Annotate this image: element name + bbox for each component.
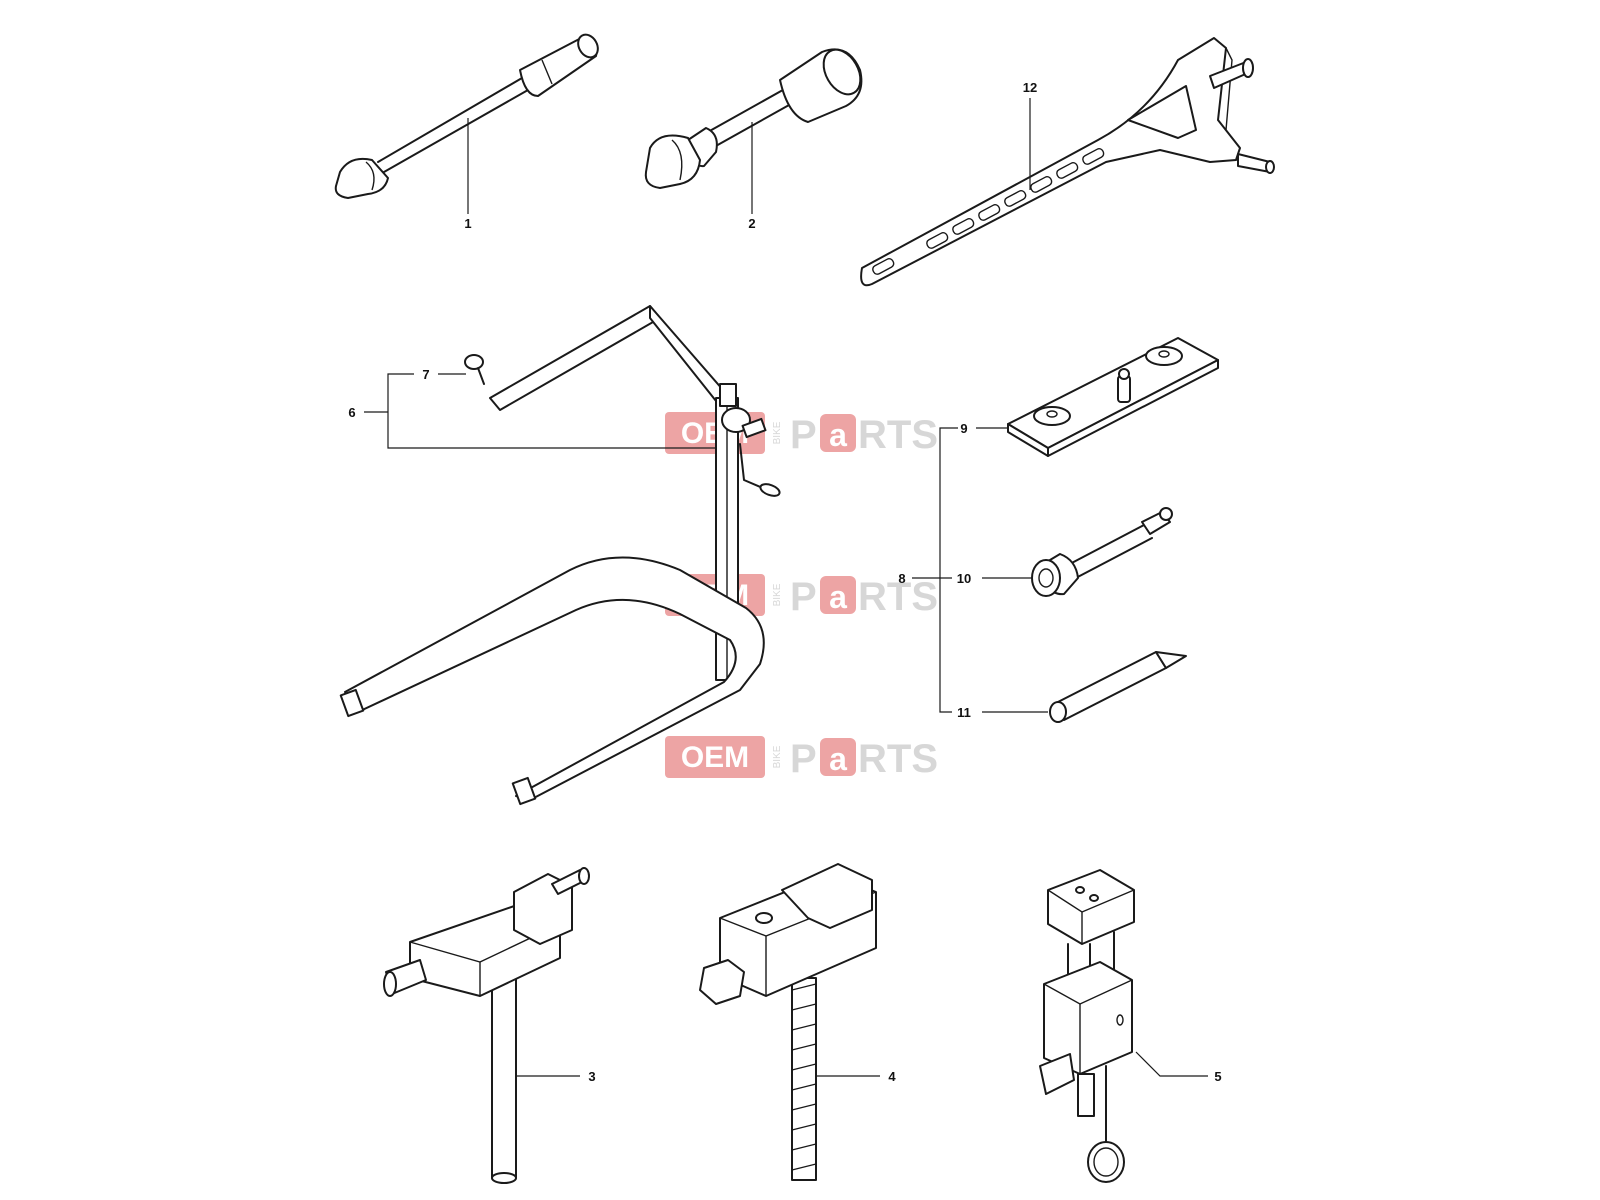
label-6: 6 xyxy=(348,405,355,420)
svg-text:RTS: RTS xyxy=(858,575,938,619)
svg-text:P: P xyxy=(790,413,817,457)
svg-text:P: P xyxy=(790,575,817,619)
svg-text:P: P xyxy=(790,737,817,781)
part-4-press-tool xyxy=(699,863,877,1181)
part-7-screw xyxy=(464,354,485,385)
svg-text:a: a xyxy=(829,579,847,615)
label-2: 2 xyxy=(748,216,755,231)
svg-text:a: a xyxy=(829,417,847,453)
svg-text:BIKE: BIKE xyxy=(772,583,783,606)
label-8: 8 xyxy=(898,571,905,586)
screw-thread xyxy=(791,983,817,1171)
part-6-stand xyxy=(339,305,781,806)
label-10: 10 xyxy=(957,571,971,586)
svg-text:a: a xyxy=(829,741,847,777)
part-10-puller xyxy=(1031,507,1173,597)
svg-text:RTS: RTS xyxy=(858,737,938,781)
part-12-holding-bar xyxy=(860,37,1275,287)
part-9-plate xyxy=(1007,337,1219,457)
label-9: 9 xyxy=(960,421,967,436)
watermark-top: OEM BIKE P a RTS xyxy=(665,412,938,457)
label-1: 1 xyxy=(464,216,471,231)
label-4: 4 xyxy=(888,1069,896,1084)
part-2-bearing-installer xyxy=(644,48,863,189)
part-1-drift-tool xyxy=(334,33,599,199)
label-7: 7 xyxy=(422,367,429,382)
svg-text:RTS: RTS xyxy=(858,413,938,457)
watermark-bottom: OEM BIKE P a RTS xyxy=(665,736,938,781)
part-3-chain-tool xyxy=(383,867,590,1184)
label-3: 3 xyxy=(588,1069,595,1084)
part-11-pin xyxy=(1049,651,1187,723)
label-11: 11 xyxy=(957,705,971,720)
svg-text:BIKE: BIKE xyxy=(772,421,783,444)
svg-text:OEM: OEM xyxy=(681,741,749,774)
label-5: 5 xyxy=(1214,1069,1221,1084)
svg-text:BIKE: BIKE xyxy=(772,745,783,768)
part-5-rivet-tool xyxy=(1039,869,1135,1183)
slot-row xyxy=(872,148,1105,275)
label-12: 12 xyxy=(1023,80,1037,95)
